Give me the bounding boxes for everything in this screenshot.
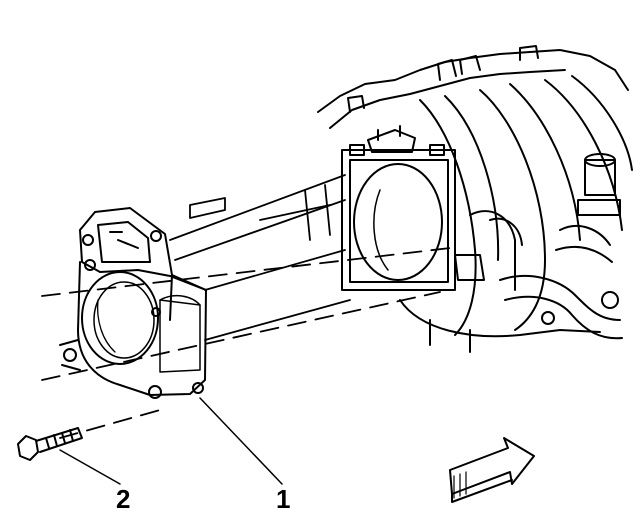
manifold-throttle-opening — [341, 125, 456, 291]
front-direction-arrow-icon — [449, 437, 535, 503]
callout-label-1: 1 — [276, 484, 291, 514]
exploded-view-guides — [169, 174, 351, 341]
callout-label-2: 2 — [116, 484, 131, 514]
intake-manifold — [317, 45, 633, 353]
mounting-bolt — [17, 427, 83, 461]
throttle-body — [59, 207, 207, 399]
callout-leaders — [59, 397, 283, 485]
alignment-lines — [41, 247, 451, 439]
